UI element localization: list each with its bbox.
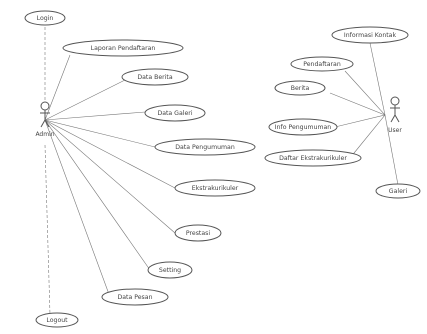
- admin-associations: [44, 25, 176, 316]
- use-case-daftar-ekstrakurikuler: Daftar Ekstrakurikuler: [264, 149, 362, 167]
- use-case-login: Login: [24, 10, 66, 26]
- use-case-ekstrakurikuler: Ekstrakurikuler: [174, 179, 256, 197]
- actor-user-head: [390, 96, 400, 106]
- use-case-data-galeri: Data Galeri: [144, 104, 206, 122]
- actor-admin: Admin: [35, 101, 55, 138]
- svg-text:Setting: Setting: [159, 267, 181, 274]
- svg-text:Logout: Logout: [46, 317, 68, 324]
- svg-text:Data Pengumuman: Data Pengumuman: [175, 144, 235, 151]
- actor-admin-label: Admin: [35, 131, 54, 138]
- svg-text:Berita: Berita: [291, 85, 310, 92]
- use-case-laporan-pendaftaran: Laporan Pendaftaran: [62, 39, 184, 57]
- use-case-info-pengumuman: Info Pengumuman: [268, 118, 338, 136]
- svg-text:Laporan Pendaftaran: Laporan Pendaftaran: [91, 45, 156, 52]
- use-case-informasi-kontak: Informasi Kontak: [331, 26, 409, 44]
- use-case-berita: Berita: [274, 80, 326, 96]
- use-case-logout: Logout: [35, 312, 79, 328]
- svg-text:Daftar Ekstrakurikuler: Daftar Ekstrakurikuler: [279, 155, 347, 162]
- use-case-setting: Setting: [147, 261, 193, 279]
- use-case-data-pengumuman: Data Pengumuman: [154, 138, 256, 156]
- actor-user-label: User: [388, 127, 402, 134]
- svg-text:Ekstrakurikuler: Ekstrakurikuler: [192, 185, 239, 192]
- use-case-prestasi: Prestasi: [174, 224, 222, 242]
- user-associations: [329, 42, 399, 186]
- svg-text:Prestasi: Prestasi: [186, 230, 211, 237]
- svg-text:Info Pengumuman: Info Pengumuman: [275, 124, 332, 131]
- svg-text:Informasi Kontak: Informasi Kontak: [344, 32, 397, 39]
- use-case-galeri: Galeri: [375, 183, 421, 199]
- use-case-data-pesan: Data Pesan: [101, 288, 169, 306]
- svg-text:Data Galeri: Data Galeri: [157, 110, 192, 117]
- svg-text:Pendaftaran: Pendaftaran: [303, 61, 341, 68]
- use-case-pendaftaran: Pendaftaran: [290, 56, 354, 72]
- svg-text:Data Berita: Data Berita: [137, 74, 172, 81]
- actor-admin-head: [40, 101, 50, 111]
- svg-text:Galeri: Galeri: [389, 188, 408, 195]
- svg-text:Data Pesan: Data Pesan: [118, 294, 153, 301]
- actor-user: User: [388, 96, 402, 134]
- svg-text:Login: Login: [37, 15, 54, 22]
- use-case-data-berita: Data Berita: [121, 68, 189, 86]
